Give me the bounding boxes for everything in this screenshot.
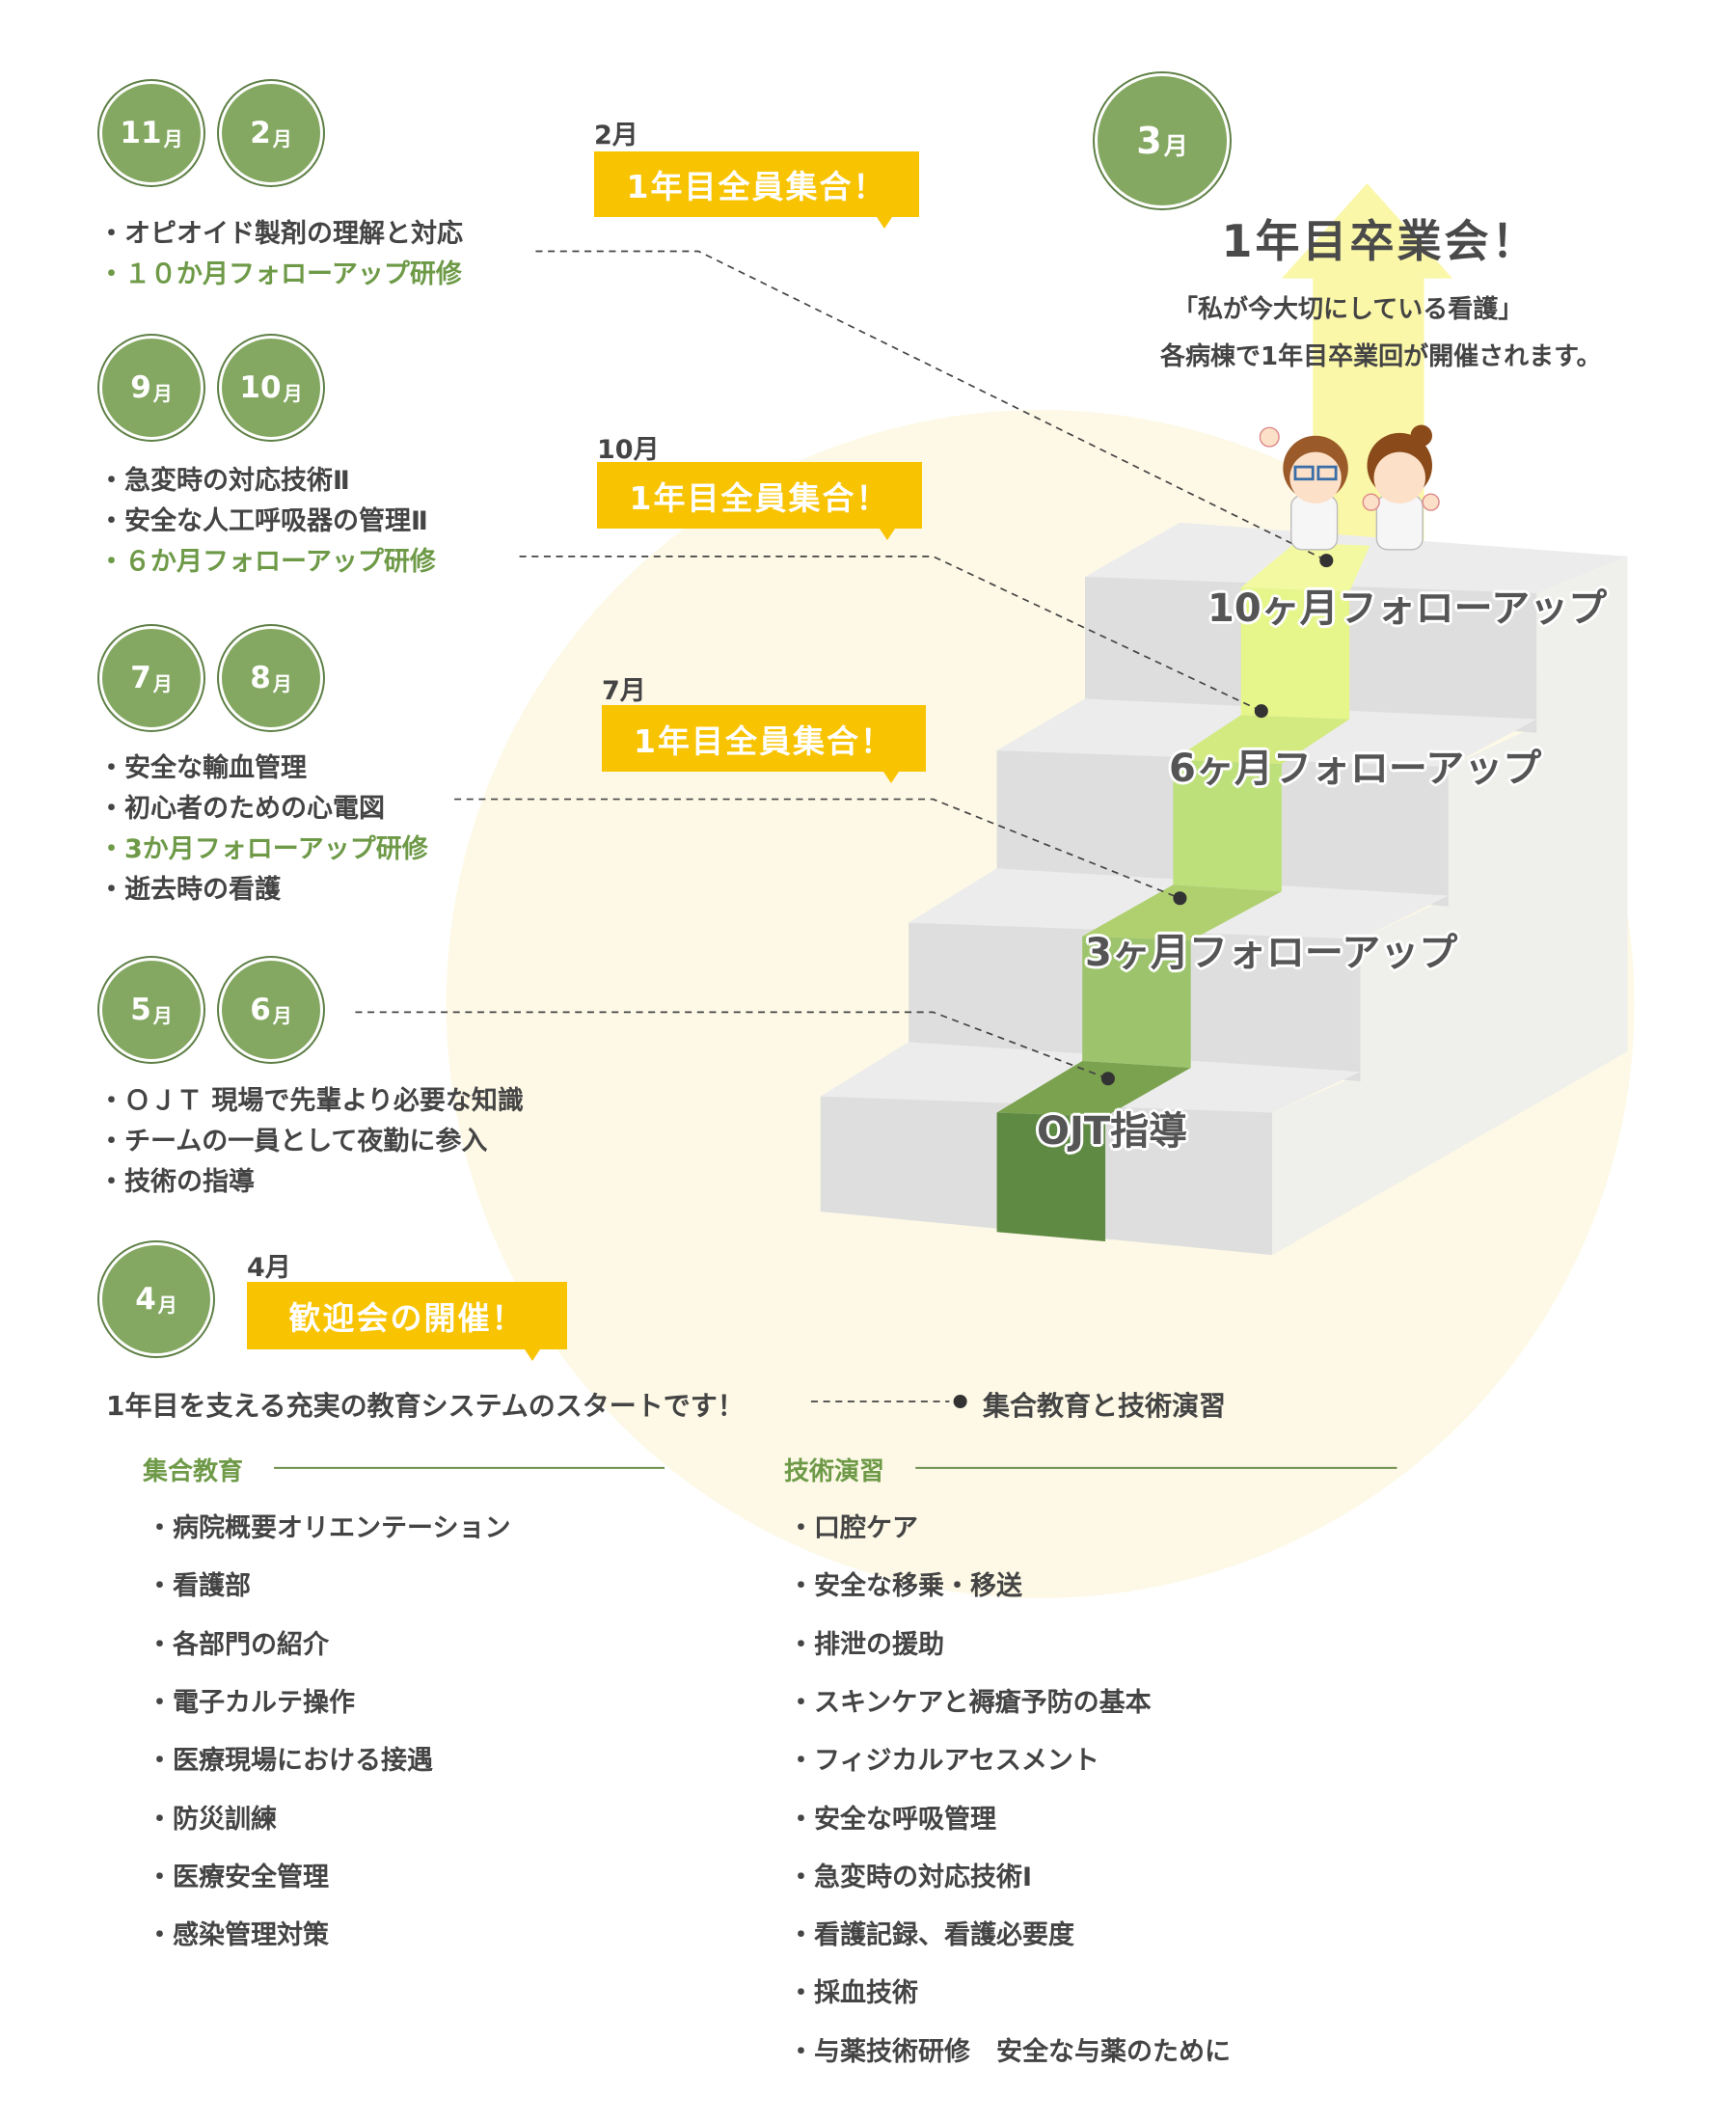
list-item: ・急変時の対応技術Ⅱ [98, 466, 350, 496]
training-item: ・防災訓練 [147, 1804, 277, 1835]
skills-training-heading: 技術演習 [784, 1457, 885, 1486]
stair-label: 6ヶ月フォローアップ [1169, 747, 1542, 791]
training-item: ・急変時の対応技術Ⅰ [788, 1862, 1033, 1892]
training-item: ・安全な移乗・移送 [788, 1571, 1022, 1602]
stair-label: 10ヶ月フォローアップ [1207, 586, 1608, 631]
stair-label: OJT指導 [1037, 1109, 1188, 1154]
gathering-month-label: 10月 [597, 435, 660, 465]
start-text: 1年目を支える充実の教育システムのスタートです！ [106, 1390, 745, 1422]
training-item: ・与薬技術研修 安全な与薬のために [788, 2036, 1231, 2067]
stair-label: 3ヶ月フォローアップ [1085, 931, 1458, 975]
training-item: ・電子カルテ操作 [147, 1687, 355, 1718]
training-item: ・各部門の紹介 [147, 1629, 329, 1660]
list-item: ・逝去時の看護 [98, 875, 281, 905]
start-link-text: 集合教育と技術演習 [983, 1390, 1227, 1422]
training-item: ・医療安全管理 [147, 1862, 329, 1892]
nurse-characters-illustration [1259, 424, 1440, 551]
list-item: ・安全な輸血管理 [98, 753, 307, 783]
welcome-party-banner: 歓迎会の開催！ [247, 1282, 567, 1361]
training-item: ・採血技術 [788, 1978, 918, 2009]
list-item: ・技術の指導 [98, 1167, 255, 1197]
training-item: ・口腔ケア [788, 1513, 918, 1543]
training-item: ・フィジカルアセスメント [788, 1746, 1099, 1777]
training-item: ・医療現場における接遇 [147, 1746, 433, 1777]
list-item: ・１０か月フォローアップ研修 [98, 259, 462, 289]
training-item: ・安全な呼吸管理 [788, 1804, 996, 1835]
graduation-line: 「私が今大切にしている看護」 [1173, 295, 1524, 324]
gathering-banner: 1年目全員集合！ [597, 462, 922, 540]
group-training-heading: 集合教育 [143, 1457, 244, 1486]
graduation-title: 1年目卒業会！ [1221, 215, 1539, 267]
list-item: ・６か月フォローアップ研修 [98, 547, 436, 577]
list-item: ・オピオイド製剤の理解と対応 [98, 219, 463, 249]
list-item: ・ＯＪＴ 現場で先輩より必要な知識 [98, 1086, 524, 1116]
stairs-side [1272, 556, 1628, 1256]
list-item: ・チームの一員として夜勤に参入 [98, 1127, 488, 1156]
gathering-month-label: 2月 [594, 121, 638, 150]
training-item: ・看護部 [147, 1571, 251, 1602]
training-item: ・感染管理対策 [147, 1920, 329, 1951]
list-item: ・初心者のための心電図 [98, 794, 385, 824]
training-item: ・排泄の援助 [788, 1629, 944, 1660]
training-item: ・病院概要オリエンテーション [147, 1513, 511, 1543]
gathering-banner: 1年目全員集合！ [594, 151, 919, 229]
training-item: ・看護記録、看護必要度 [788, 1920, 1074, 1951]
gathering-month-label: 7月 [602, 676, 646, 706]
leader-lines [355, 250, 1327, 1402]
leader-dots [953, 554, 1334, 1408]
training-item: ・スキンケアと褥瘡予防の基本 [788, 1687, 1152, 1718]
list-item: ・安全な人工呼吸器の管理Ⅱ [98, 506, 428, 536]
april-month-label: 4月 [247, 1253, 291, 1283]
list-item: ・3か月フォローアップ研修 [98, 834, 428, 864]
gathering-banner: 1年目全員集合！ [602, 705, 926, 783]
graduation-line: 各病棟で1年目卒業回が開催されます。 [1160, 342, 1602, 371]
